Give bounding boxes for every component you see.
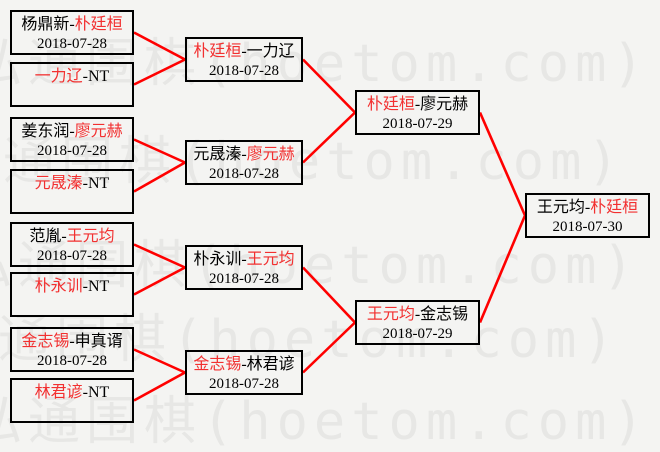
player-right: 廖元赫 [420,96,469,113]
match-players: 朴永训-NT [12,276,132,297]
vs-dash: - [69,123,75,140]
match-players: 一力辽-NT [12,66,132,87]
match-date: 2018-07-28 [209,376,279,392]
player-right: 一力辽 [246,43,295,60]
vs-dash: - [82,68,88,85]
match-box-r2-4: 金志锡-林君谚 2018-07-28 [185,350,303,395]
match-box-r2-2: 元晟溱-廖元赫 2018-07-28 [185,140,303,185]
player-left: 杨鼎新 [21,16,70,33]
vs-dash: - [69,333,75,350]
player-right: 王元均 [246,251,295,268]
match-players: 金志锡-林君谚 [187,354,301,375]
match-box-r1-2: 一力辽-NT [10,62,134,107]
match-date: 2018-07-28 [37,353,107,369]
vs-dash: - [241,43,247,60]
vs-dash: - [414,96,421,113]
player-left: 金志锡 [21,333,70,350]
vs-dash: - [82,175,88,192]
vs-dash: - [82,278,88,295]
match-players: 朴廷桓-一力辽 [187,41,301,62]
vs-dash: - [414,306,421,323]
match-box-r1-1: 杨鼎新-朴廷桓 2018-07-28 [10,10,134,55]
player-left: 金志锡 [193,356,242,373]
match-date: 2018-07-28 [209,63,279,79]
match-box-r1-3: 姜东润-廖元赫 2018-07-28 [10,117,134,162]
vs-dash: - [241,251,247,268]
match-box-r2-3: 朴永训-王元均 2018-07-28 [185,245,303,290]
match-players: 元晟溱-廖元赫 [187,144,301,165]
match-box-final: 王元均-朴廷桓 2018-07-30 [525,193,650,238]
player-right: NT [88,278,110,295]
match-box-r1-5: 范胤-王元均 2018-07-28 [10,222,134,267]
player-right: 申真谞 [74,333,123,350]
match-box-r1-8: 林君谚-NT [10,378,134,423]
match-box-r1-7: 金志锡-申真谞 2018-07-28 [10,327,134,372]
player-right: NT [88,384,110,401]
match-players: 金志锡-申真谞 [12,331,132,352]
player-left: 林君谚 [34,384,83,401]
match-players: 王元均-朴廷桓 [527,197,648,218]
player-left: 元晟溱 [193,146,242,163]
player-left: 范胤 [29,228,62,245]
match-players: 朴廷桓-廖元赫 [357,94,478,115]
match-box-sf-1: 朴廷桓-廖元赫 2018-07-29 [355,90,480,135]
match-date: 2018-07-28 [37,248,107,264]
match-box-r2-1: 朴廷桓-一力辽 2018-07-28 [185,37,303,82]
match-box-r1-4: 元晟溱-NT [10,169,134,214]
vs-dash: - [584,199,591,216]
player-right: 金志锡 [420,306,469,323]
match-players: 朴永训-王元均 [187,249,301,270]
match-date: 2018-07-30 [552,219,623,235]
vs-dash: - [69,16,75,33]
player-right: NT [88,175,110,192]
player-right: 朴廷桓 [590,199,639,216]
player-right: 廖元赫 [74,123,123,140]
player-right: NT [88,68,110,85]
player-left: 一力辽 [34,68,83,85]
player-left: 朴永训 [34,278,83,295]
match-date: 2018-07-28 [209,166,279,182]
match-date: 2018-07-29 [382,326,453,342]
player-right: 朴廷桓 [74,16,123,33]
player-right: 廖元赫 [246,146,295,163]
match-players: 王元均-金志锡 [357,304,478,325]
vs-dash: - [82,384,88,401]
player-left: 王元均 [366,306,415,323]
player-left: 朴廷桓 [366,96,415,113]
match-players: 姜东润-廖元赫 [12,121,132,142]
match-date: 2018-07-28 [37,143,107,159]
match-box-sf-2: 王元均-金志锡 2018-07-29 [355,300,480,345]
vs-dash: - [61,228,67,245]
bracket-connector-lines [133,31,527,402]
player-left: 姜东润 [21,123,70,140]
match-date: 2018-07-28 [37,36,107,52]
vs-dash: - [241,356,247,373]
match-players: 范胤-王元均 [12,226,132,247]
tournament-bracket: 弘通围棋(hoetom.com) 弘通围棋(hoetom.com) 弘通围棋(h… [0,10,650,452]
match-box-r1-6: 朴永训-NT [10,272,134,317]
match-date: 2018-07-29 [382,116,453,132]
match-players: 元晟溱-NT [12,173,132,194]
player-left: 朴永训 [193,251,242,268]
player-right: 王元均 [66,228,115,245]
player-left: 王元均 [536,199,585,216]
player-left: 朴廷桓 [193,43,242,60]
player-right: 林君谚 [246,356,295,373]
match-players: 林君谚-NT [12,382,132,403]
match-players: 杨鼎新-朴廷桓 [12,14,132,35]
vs-dash: - [241,146,247,163]
match-date: 2018-07-28 [209,271,279,287]
player-left: 元晟溱 [34,175,83,192]
